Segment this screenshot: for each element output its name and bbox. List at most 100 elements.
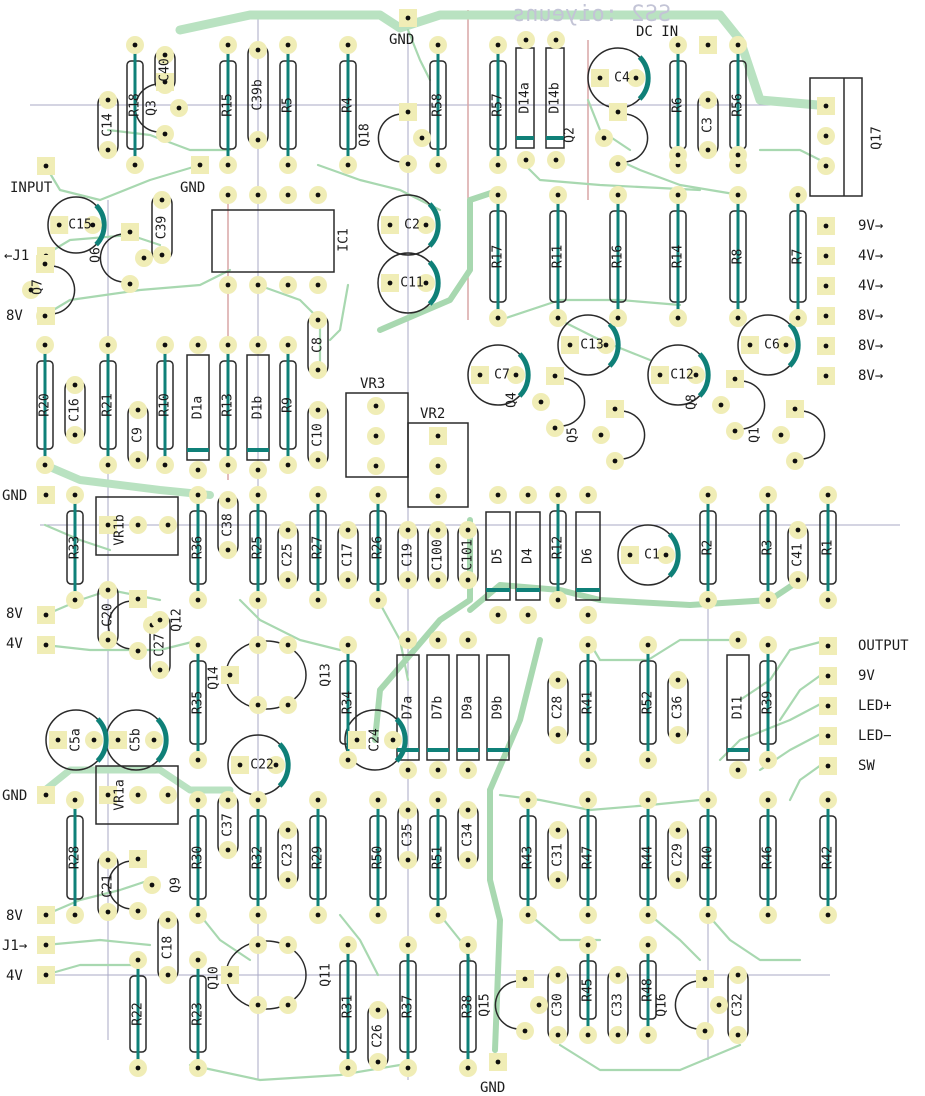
drill-hole — [657, 372, 663, 378]
drill-hole — [115, 737, 121, 743]
drill-hole — [135, 522, 141, 528]
label-out-8v-3: 8V→ — [858, 368, 884, 384]
drill-hole — [285, 42, 291, 48]
drill-hole — [195, 467, 201, 473]
transistor-outline — [674, 980, 710, 1030]
ref-c36: C36 — [671, 696, 686, 719]
ref-r35: R35 — [191, 691, 206, 714]
ref-c39b: C39b — [251, 79, 266, 110]
copper-track — [616, 158, 742, 197]
drill-hole — [435, 162, 441, 168]
drill-hole — [195, 642, 201, 648]
transistor-outline — [494, 980, 530, 1030]
drill-hole — [195, 797, 201, 803]
ref-c10: C10 — [311, 423, 326, 446]
drill-hole — [585, 492, 591, 498]
ref-d9a: D9a — [461, 696, 476, 719]
ref-q10: Q10 — [207, 966, 222, 989]
drill-hole — [43, 612, 49, 618]
drill-hole — [345, 577, 351, 583]
label-gnd-left-2: GND — [2, 788, 28, 804]
drill-hole — [315, 457, 321, 463]
drill-hole — [792, 458, 798, 464]
drill-hole — [555, 1032, 561, 1038]
diode-outline — [485, 511, 511, 601]
drill-hole — [285, 827, 291, 833]
drill-hole — [43, 642, 49, 648]
drill-hole — [255, 492, 261, 498]
drill-hole — [585, 612, 591, 618]
label-led-plus: LED+ — [858, 698, 892, 714]
copper-track — [188, 1063, 402, 1082]
ref-r32: R32 — [251, 846, 266, 869]
copper-track — [41, 461, 214, 499]
drill-hole — [72, 382, 78, 388]
drill-hole — [795, 315, 801, 321]
label-gnd-left-1: GND — [2, 488, 28, 504]
drill-hole — [72, 797, 78, 803]
ref-r16: R16 — [611, 245, 626, 268]
drill-hole — [645, 1032, 651, 1038]
drill-hole — [162, 342, 168, 348]
copper-track — [738, 638, 830, 702]
drill-hole — [373, 433, 379, 439]
ref-c38: C38 — [221, 513, 236, 536]
label-9v: 9V — [858, 668, 875, 684]
drill-hole — [225, 342, 231, 348]
drill-hole — [603, 342, 609, 348]
label-4v-left-bottom: 4V — [6, 968, 23, 984]
drill-hole — [783, 342, 789, 348]
ref-q6: Q6 — [89, 247, 104, 263]
drill-hole — [585, 1032, 591, 1038]
copper-track — [328, 283, 350, 342]
diode-outline — [575, 511, 601, 601]
drill-hole — [255, 797, 261, 803]
ref-c31: C31 — [551, 843, 566, 866]
drill-hole — [195, 597, 201, 603]
ic-outline — [211, 209, 335, 273]
drill-hole — [823, 283, 829, 289]
drill-hole — [675, 42, 681, 48]
ref-c41: C41 — [791, 543, 806, 566]
drill-hole — [825, 703, 831, 709]
drill-hole — [255, 942, 261, 948]
copper-track — [106, 128, 232, 152]
copper-track — [43, 163, 202, 202]
copper-track — [586, 638, 740, 662]
drill-hole — [237, 762, 243, 768]
drill-hole — [165, 792, 171, 798]
drill-hole — [159, 197, 165, 203]
drill-hole — [43, 792, 49, 798]
drill-hole — [675, 877, 681, 883]
label-gnd-bottom: GND — [480, 1080, 506, 1096]
ref-c23: C23 — [281, 843, 296, 866]
drill-hole — [702, 976, 708, 982]
pot-outline — [95, 765, 179, 825]
drill-hole — [405, 577, 411, 583]
ref-r44: R44 — [641, 846, 656, 870]
drill-hole — [157, 667, 163, 673]
drill-hole — [345, 642, 351, 648]
ref-r22: R22 — [131, 1002, 146, 1025]
diode-outline — [486, 654, 510, 761]
drill-hole — [159, 252, 165, 258]
drill-hole — [612, 406, 618, 412]
drill-hole — [225, 497, 231, 503]
drill-hole — [285, 577, 291, 583]
drill-hole — [285, 942, 291, 948]
drill-hole — [227, 672, 233, 678]
drill-hole — [718, 402, 724, 408]
drill-hole — [42, 342, 48, 348]
drill-hole — [405, 109, 411, 115]
drill-hole — [387, 280, 393, 286]
ref-c30: C30 — [551, 993, 566, 1016]
ref-r3: R3 — [761, 540, 776, 556]
drill-hole — [405, 161, 411, 167]
ref-r14: R14 — [671, 245, 686, 269]
ref-q12: Q12 — [170, 608, 185, 631]
drill-hole — [735, 315, 741, 321]
drill-hole — [735, 972, 741, 978]
ref-c17: C17 — [341, 543, 356, 566]
label-8v-left-top: 8V — [6, 308, 23, 324]
drill-hole — [162, 131, 168, 137]
